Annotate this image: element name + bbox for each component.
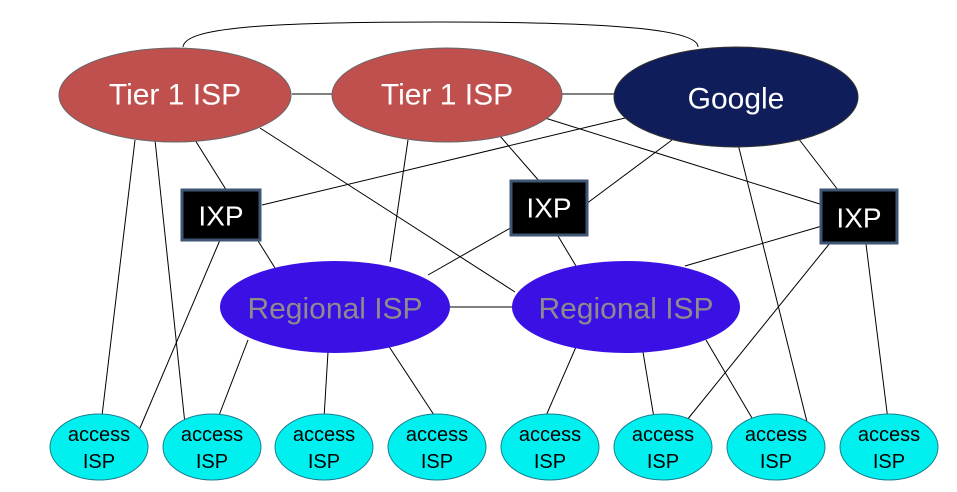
link-google-ixpmid <box>585 139 673 205</box>
link-ixpright-access6 <box>686 242 831 421</box>
access-label-line1: access <box>632 424 694 446</box>
ixp-box <box>509 179 589 237</box>
access-ellipse <box>839 413 939 481</box>
access-isp-node: access ISP <box>274 413 374 481</box>
regional-ellipse <box>512 261 740 353</box>
access-isp-node: access ISP <box>839 413 939 481</box>
ixp-node-left: IXP <box>180 188 262 242</box>
link-ixpmid-regionalB <box>557 235 577 267</box>
ixp-node-mid: IXP <box>509 179 589 237</box>
google-node: Google <box>613 46 859 148</box>
regional-node-a: Regional ISP <box>220 261 450 353</box>
tier1-label: Tier 1 ISP <box>381 79 513 112</box>
google-ellipse <box>613 46 859 148</box>
tier1-ellipse <box>58 47 292 143</box>
access-ellipse <box>613 413 713 481</box>
access-ellipse <box>500 413 600 481</box>
link-tier1b-ixpmid <box>499 135 541 183</box>
access-label-line1: access <box>68 424 130 446</box>
peering-arc-tier1-google <box>182 21 699 48</box>
access-isp-node: access ISP <box>49 413 149 481</box>
link-regionalA-access3 <box>323 351 329 419</box>
link-regionalB-access5 <box>544 346 577 419</box>
tier1-label: Tier 1 ISP <box>109 79 241 112</box>
link-regionalA-access2 <box>217 339 249 419</box>
access-ellipse <box>726 413 826 481</box>
link-regionalB-access6 <box>642 351 655 419</box>
ixp-box <box>180 188 262 242</box>
ixp-label: IXP <box>526 193 571 224</box>
access-label-line1: access <box>519 424 581 446</box>
connections <box>100 21 889 429</box>
access-label-line2: ISP <box>647 451 679 473</box>
link-ixpright-access8 <box>865 243 889 421</box>
access-label-line1: access <box>858 424 920 446</box>
access-label-line2: ISP <box>534 451 566 473</box>
access-label-line2: ISP <box>873 451 905 473</box>
link-tier1a-regionalB <box>259 127 516 293</box>
access-ellipse <box>49 413 149 481</box>
tier1-node-b: Tier 1 ISP <box>331 47 563 143</box>
tier1-ellipse <box>331 47 563 143</box>
ixp-label: IXP <box>836 203 881 234</box>
link-ixpleft-access1 <box>139 239 221 429</box>
access-label-line2: ISP <box>308 451 340 473</box>
regional-label: Regional ISP <box>247 293 422 326</box>
access-label-line1: access <box>406 424 468 446</box>
link-google-ixpleft <box>261 117 626 206</box>
link-google-ixpright <box>797 137 839 191</box>
ixp-node-right: IXP <box>819 188 899 245</box>
ixp-box <box>819 188 899 245</box>
access-label-line1: access <box>745 424 807 446</box>
access-isp-row: access ISP access ISP access ISP access … <box>49 413 939 481</box>
access-isp-node: access ISP <box>387 413 487 481</box>
link-google-access7 <box>737 143 809 427</box>
access-label-line2: ISP <box>421 451 453 473</box>
google-label: Google <box>688 83 785 116</box>
access-isp-node: access ISP <box>726 413 826 481</box>
link-regionalA-access4 <box>387 344 437 419</box>
ixp-label: IXP <box>198 201 243 232</box>
regional-node-b: Regional ISP <box>512 261 740 353</box>
access-isp-node: access ISP <box>613 413 713 481</box>
link-ixpmid-regionalA <box>427 225 515 276</box>
access-label-line1: access <box>181 424 243 446</box>
link-tier1a-access1 <box>100 139 136 425</box>
access-ellipse <box>387 413 487 481</box>
access-label-line1: access <box>293 424 355 446</box>
link-regionalB-access7 <box>705 339 753 419</box>
access-isp-node: access ISP <box>500 413 600 481</box>
link-tier1b-regionalA <box>389 139 409 263</box>
access-label-line2: ISP <box>196 451 228 473</box>
link-ixpright-regionalB <box>684 225 823 267</box>
tier1-node-a: Tier 1 ISP <box>58 47 292 143</box>
link-tier1b-ixpright <box>544 117 824 206</box>
access-ellipse <box>162 413 262 481</box>
access-label-line2: ISP <box>83 451 115 473</box>
access-label-line2: ISP <box>760 451 792 473</box>
regional-label: Regional ISP <box>538 293 713 326</box>
regional-ellipse <box>220 261 450 353</box>
access-isp-node: access ISP <box>162 413 262 481</box>
link-tier1a-access2 <box>154 139 186 425</box>
access-ellipse <box>274 413 374 481</box>
